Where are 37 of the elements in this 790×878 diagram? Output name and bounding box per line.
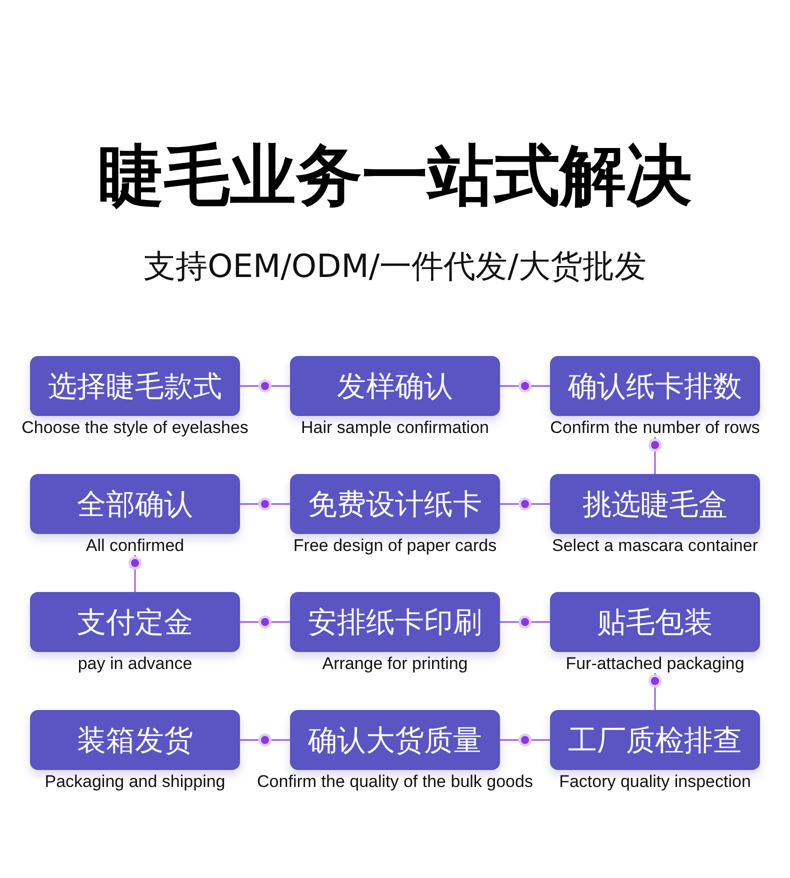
process-box: 安排纸卡印刷 [290,592,500,652]
caption-text: Free design of paper cards [293,536,497,555]
caption-text: Hair sample confirmation [300,418,489,437]
caption-text: Packaging and shipping [44,772,226,791]
subtitle: 支持OEM/ODM/一件代发/大货批发 [142,246,648,287]
process-box: 支付定金 [30,592,240,652]
caption-text: Confirm the number of rows [550,418,760,437]
process-box: 全部确认 [30,474,240,534]
caption-text: Fur-attached packaging [566,654,744,673]
process-box: 确认大货质量 [290,710,500,770]
caption-text: Factory quality inspection [559,772,751,791]
connector-line [240,739,290,741]
connector-line [500,503,550,505]
process-box: 工厂质检排查 [550,710,760,770]
connector-line [500,385,550,387]
process-box: 贴毛包装 [550,592,760,652]
connector-line [240,621,290,623]
process-box: 免费设计纸卡 [290,474,500,534]
process-box: 发样确认 [290,356,500,416]
process-box: 挑选睫毛盒 [550,474,760,534]
connector-line [500,621,550,623]
process-box: 确认纸卡排数 [550,356,760,416]
process-box: 装箱发货 [30,710,240,770]
caption-text: Choose the style of eyelashes [22,418,248,437]
caption-text: Arrange for printing [322,654,468,673]
connector-line [134,555,136,592]
connector-line [240,385,290,387]
connector-line [500,739,550,741]
connector-line [654,673,656,710]
caption-text: Confirm the quality of the bulk goods [257,772,533,791]
caption-text: Select a mascara container [552,536,758,555]
process-box: 选择睫毛款式 [30,356,240,416]
caption-text: All confirmed [86,536,184,555]
connector-line [654,437,656,474]
caption-text: pay in advance [78,654,192,673]
connector-line [240,503,290,505]
title: 睫毛业务一站式解决 [97,136,693,216]
